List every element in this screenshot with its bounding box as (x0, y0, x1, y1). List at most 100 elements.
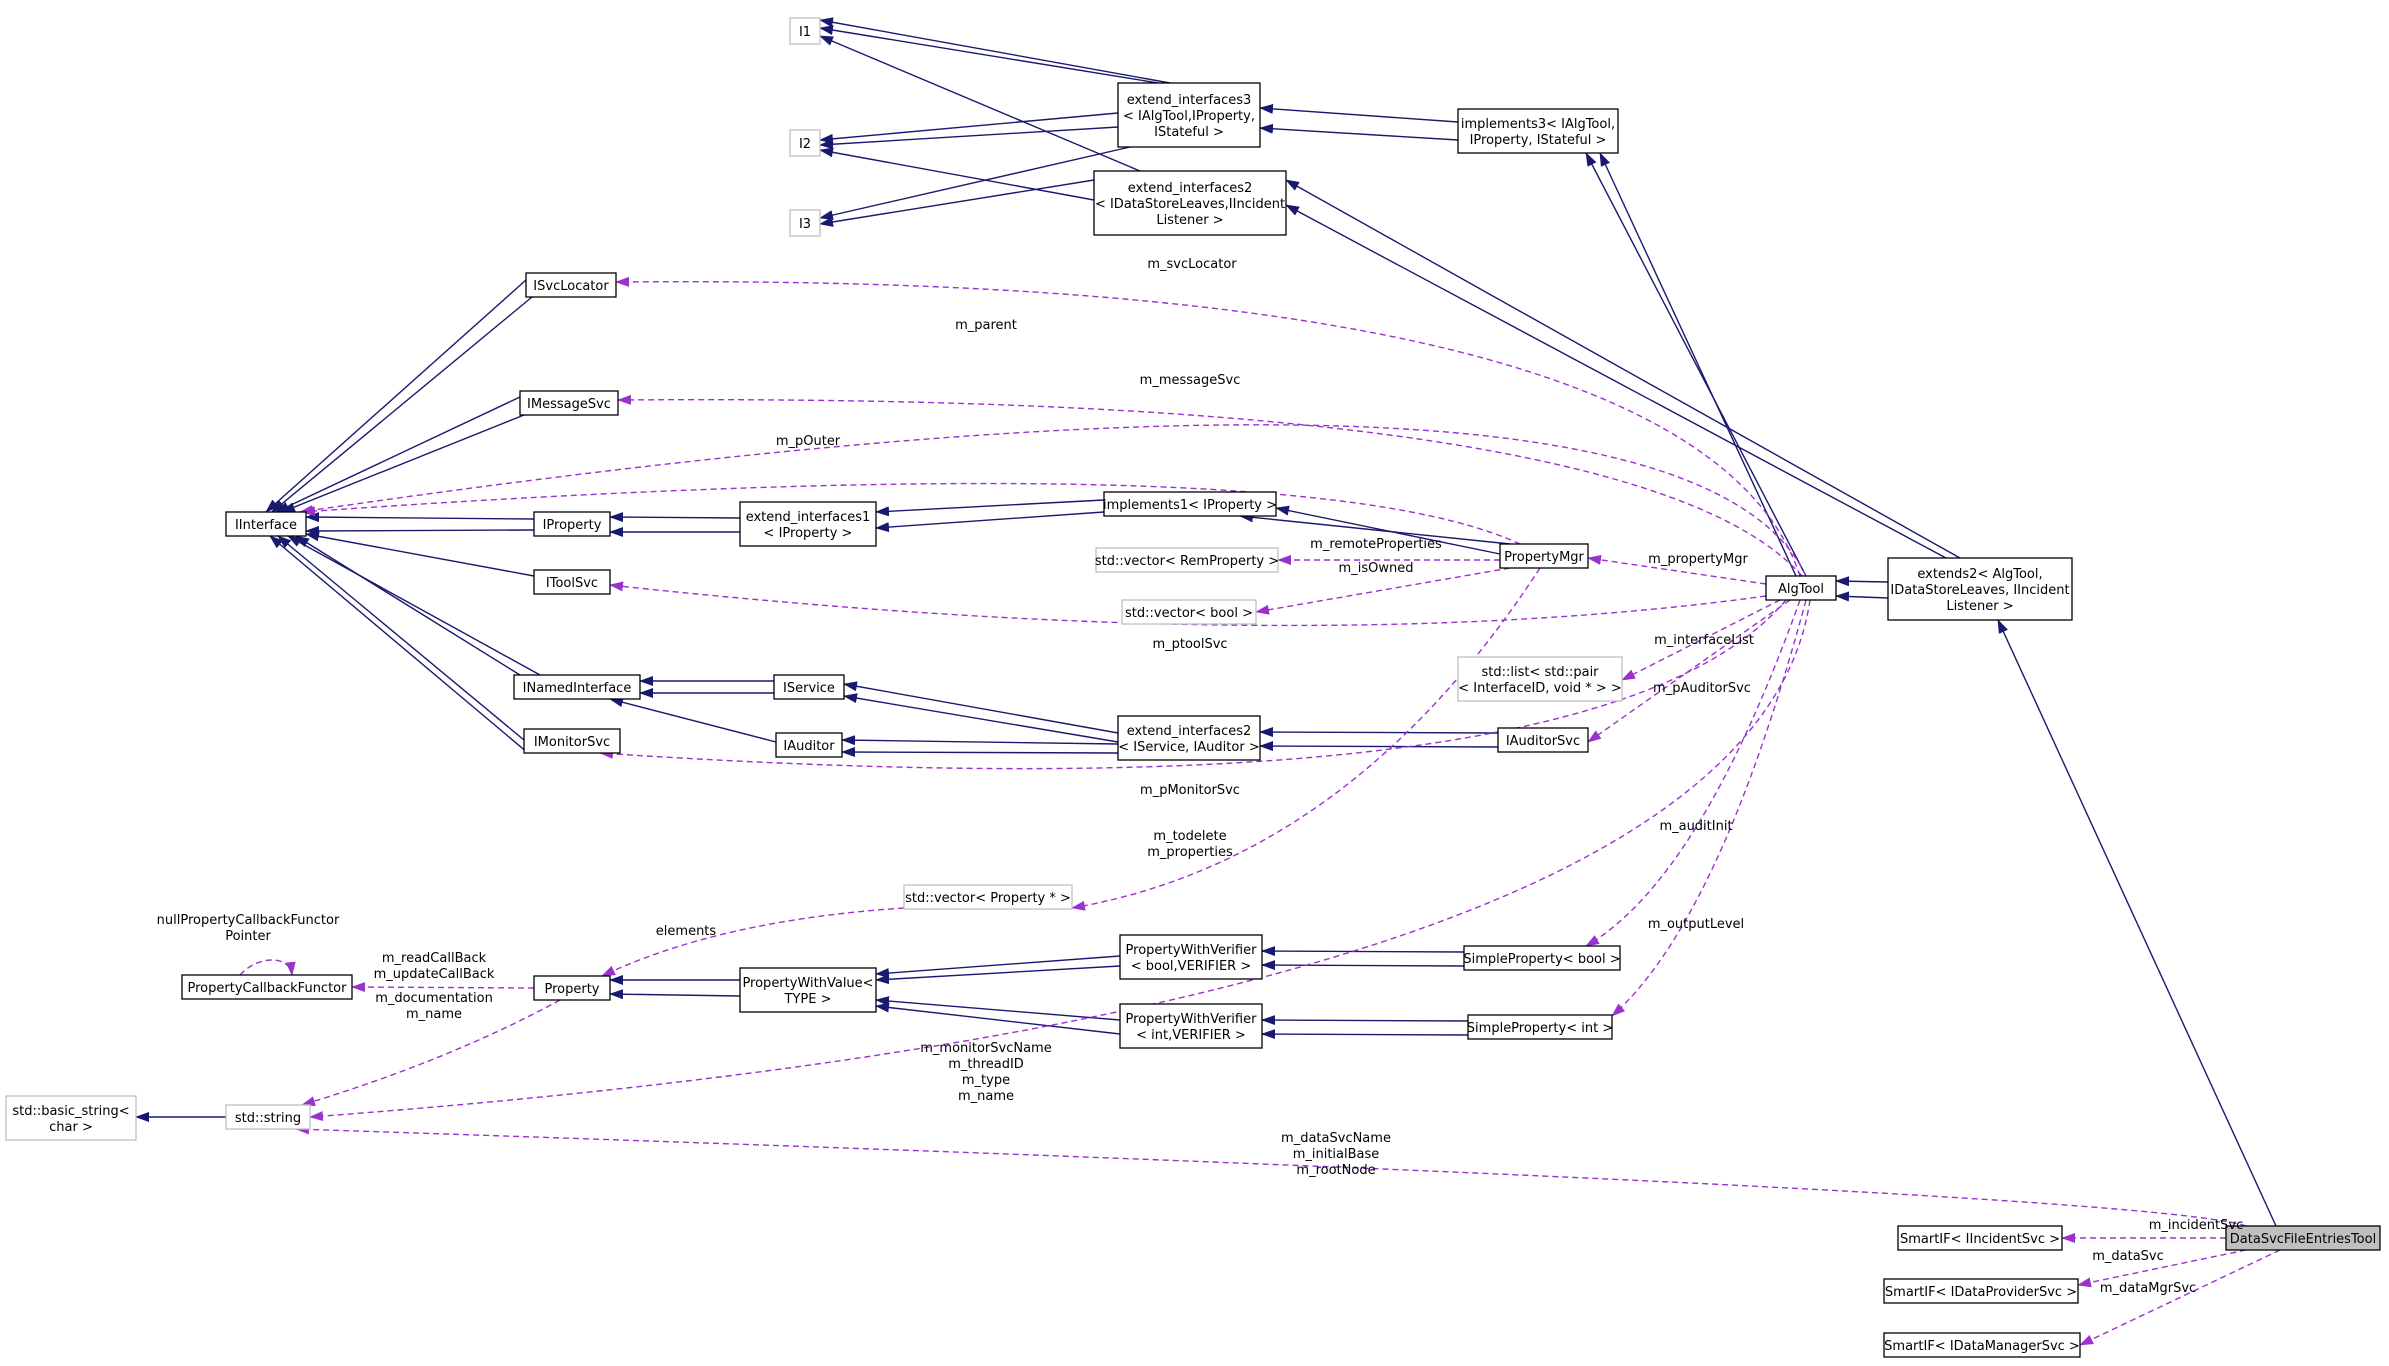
class-node-label: std::vector< Property * > (905, 891, 1071, 906)
class-node-SIFprov[interactable]: SmartIF< IDataProviderSvc > (1883, 1278, 2079, 1304)
edge-label-pMonitorSvc: m_pMonitorSvc (1140, 783, 1240, 798)
class-node-box (1117, 82, 1261, 148)
class-node-ext2b[interactable]: extend_interfaces2< IService, IAuditor > (1117, 715, 1261, 761)
class-node-impl1[interactable]: implements1< IProperty > (1103, 491, 1277, 517)
usage-edge-DSFET-to-SIFmgr (2079, 1249, 2281, 1346)
usage-edge-vecProp-to-Property (601, 907, 905, 977)
class-node-IMessageSvc[interactable]: IMessageSvc (519, 390, 619, 416)
class-node-box (525, 272, 617, 298)
edge-label-todelete: m_todelete (1153, 829, 1226, 844)
usage-edge-AlgTool-to-ISvcLocator (615, 276, 1801, 577)
inheritance-edge-impl3-to-ext3 (1259, 103, 1459, 123)
class-node-SPint[interactable]: SimpleProperty< int > (1467, 1014, 1613, 1040)
inheritance-edge-IAuditor-to-INamedInterface (609, 697, 777, 743)
class-node-SIFmgr[interactable]: SmartIF< IDataManagerSvc > (1883, 1332, 2081, 1358)
class-node-IMonitorSvc[interactable]: IMonitorSvc (523, 728, 621, 754)
class-node-vecProp[interactable]: std::vector< Property * > (903, 884, 1073, 910)
inheritance-edge-IMessageSvc-to-IInterface (275, 396, 521, 513)
class-node-label: < int,VERIFIER > (1136, 1028, 1246, 1043)
class-node-SIFinc[interactable]: SmartIF< IIncidentSvc > (1897, 1225, 2063, 1251)
class-node-IInterface[interactable]: IInterface (225, 511, 307, 537)
class-node-label: IToolSvc (546, 576, 598, 591)
class-node-label: < IDataStoreLeaves,IIncident (1095, 197, 1285, 212)
class-node-box (533, 569, 611, 595)
class-node-vecBool[interactable]: std::vector< bool > (1121, 599, 1257, 625)
class-node-IAuditorSvc[interactable]: IAuditorSvc (1497, 727, 1589, 753)
edge-label-documentation: m_name (406, 1007, 462, 1022)
class-node-extends2[interactable]: extends2< AlgTool,IDataStoreLeaves, IInc… (1887, 557, 2073, 621)
class-node-label: IAuditorSvc (1506, 734, 1580, 749)
inheritance-edge-PWVint-to-PWV (875, 1002, 1121, 1035)
inheritance-edge-ext2b-to-IAuditor (841, 735, 1119, 746)
class-node-label: SmartIF< IIncidentSvc > (1900, 1232, 2060, 1247)
class-node-label: Listener > (1156, 213, 1223, 228)
class-node-ISvcLocator[interactable]: ISvcLocator (525, 272, 617, 298)
class-node-box (1093, 170, 1287, 236)
class-node-listPair[interactable]: std::list< std::pair< InterfaceID, void … (1457, 656, 1623, 702)
class-node-box (789, 129, 821, 157)
class-node-label: PropertyWithVerifier (1126, 943, 1258, 958)
class-node-box (1119, 934, 1263, 980)
usage-edge-AlgTool-to-IToolSvc (609, 581, 1767, 627)
class-node-box (1765, 575, 1837, 601)
class-node-ext3[interactable]: extend_interfaces3< IAlgTool,IProperty,I… (1117, 82, 1261, 148)
edge-label-nullPCF: Pointer (225, 929, 271, 944)
usage-edge-AlgTool-to-IMessageSvc (617, 394, 1803, 577)
inheritance-edge-AlgTool-to-impl3 (1585, 152, 1807, 577)
class-node-IAuditor[interactable]: IAuditor (775, 732, 843, 758)
class-node-box (903, 884, 1073, 910)
edge-label-interfaceList: m_interfaceList (1654, 633, 1754, 648)
edge-label-monitorSvcName: m_threadID (948, 1057, 1024, 1072)
edge-labels-layer: m_svcLocatorm_parentm_messageSvcm_pOuter… (157, 257, 2244, 1296)
class-node-PWV[interactable]: PropertyWithValue<TYPE > (739, 967, 877, 1013)
class-node-basicString[interactable]: std::basic_string<char > (5, 1095, 137, 1141)
class-node-PCF[interactable]: PropertyCallbackFunctor (181, 974, 353, 1000)
class-node-IService[interactable]: IService (773, 674, 845, 700)
inheritance-edge-extends2-to-AlgTool (1835, 591, 1889, 602)
edge-label-auditInit: m_auditInit (1659, 819, 1732, 834)
class-node-stdString[interactable]: std::string (225, 1104, 311, 1130)
edge-label-elements: elements (656, 924, 717, 939)
edge-label-documentation: m_documentation (375, 991, 493, 1006)
class-node-label: PropertyCallbackFunctor (188, 981, 348, 996)
class-node-box (1883, 1278, 2079, 1304)
class-node-Property[interactable]: Property (533, 975, 611, 1001)
class-node-ext2a[interactable]: extend_interfaces2< IDataStoreLeaves,IIn… (1093, 170, 1287, 236)
inheritance-edge-impl1-to-ext1 (875, 511, 1105, 533)
class-node-PWVint[interactable]: PropertyWithVerifier< int,VERIFIER > (1119, 1003, 1263, 1049)
class-node-label: implements3< IAlgTool, (1461, 117, 1615, 132)
class-node-label: Listener > (1946, 599, 2013, 614)
class-node-box (2225, 1225, 2381, 1251)
class-node-box (523, 728, 621, 754)
class-node-INamedInterface[interactable]: INamedInterface (513, 674, 641, 700)
class-node-PWVbool[interactable]: PropertyWithVerifier< bool,VERIFIER > (1119, 934, 1263, 980)
class-node-vecRem[interactable]: std::vector< RemProperty > (1095, 547, 1279, 573)
class-node-box (775, 732, 843, 758)
edges-layer (135, 17, 2281, 1346)
class-node-box (225, 511, 307, 537)
class-node-IProperty[interactable]: IProperty (533, 511, 611, 537)
class-node-label: extend_interfaces2 (1128, 181, 1253, 196)
class-node-box (533, 975, 611, 1001)
class-node-ext1[interactable]: extend_interfaces1< IProperty > (739, 501, 877, 547)
edge-label-propertyMgr: m_propertyMgr (1648, 552, 1748, 567)
class-node-impl3[interactable]: implements3< IAlgTool,IProperty, IStatef… (1457, 108, 1619, 154)
edge-label-remoteProperties: m_remoteProperties (1310, 537, 1442, 552)
class-node-box (739, 501, 877, 547)
class-node-label: < bool,VERIFIER > (1131, 959, 1252, 974)
class-node-DSFET[interactable]: DataSvcFileEntriesTool (2225, 1225, 2381, 1251)
class-node-I3[interactable]: I3 (789, 209, 821, 237)
class-node-box (1117, 715, 1261, 761)
class-node-box (1883, 1332, 2081, 1358)
inheritance-edge-IAuditorSvc-to-ext2b (1259, 741, 1499, 752)
class-node-PropertyMgr[interactable]: PropertyMgr (1499, 543, 1589, 569)
class-node-IToolSvc[interactable]: IToolSvc (533, 569, 611, 595)
class-node-I1[interactable]: I1 (789, 17, 821, 45)
usage-edge-AlgTool-to-SPint (1611, 599, 1807, 1017)
class-node-I2[interactable]: I2 (789, 129, 821, 157)
class-node-SPbool[interactable]: SimpleProperty< bool > (1463, 945, 1621, 971)
class-node-box (5, 1095, 137, 1141)
class-node-AlgTool[interactable]: AlgTool (1765, 575, 1837, 601)
class-node-label: IService (783, 681, 835, 696)
